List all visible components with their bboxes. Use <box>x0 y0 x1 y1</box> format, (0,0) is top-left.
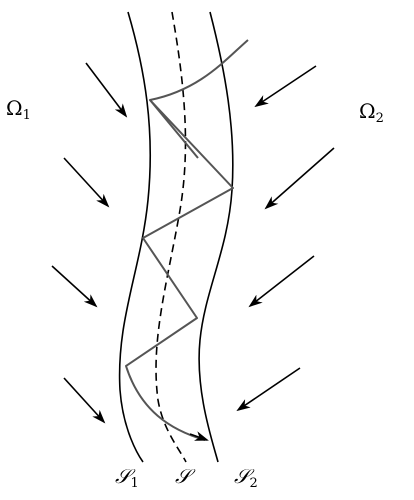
zigzag-cross-1 <box>149 99 199 159</box>
label-omega-1-main: Ω <box>6 96 23 120</box>
left-arrow-1 <box>85 62 128 118</box>
label-s-main: 𝒮 <box>175 464 191 488</box>
left-arrow-3 <box>51 265 98 308</box>
label-s: 𝒮 <box>175 466 190 486</box>
label-omega-2-main: Ω <box>359 99 376 123</box>
right-arrow-2 <box>264 147 335 210</box>
label-omega-1-sub: 1 <box>22 108 31 123</box>
right-arrow-1 <box>254 65 317 108</box>
zigzag-end-arrow <box>189 431 209 441</box>
label-omega-2: Ω2 <box>359 101 384 125</box>
label-s-2-sub: 2 <box>249 476 258 491</box>
label-s-1-main: 𝒮 <box>115 464 131 488</box>
right-arrow-3 <box>248 255 315 308</box>
left-arrow-2 <box>63 157 110 208</box>
left-arrow-4 <box>63 377 106 424</box>
label-s-1: 𝒮1 <box>115 466 139 490</box>
boundary-s-dashed-curve <box>155 11 187 463</box>
boundary-s2-curve <box>198 11 234 463</box>
zigzag-path <box>125 39 249 441</box>
label-omega-1: Ω1 <box>6 98 31 122</box>
label-omega-2-sub: 2 <box>375 111 384 126</box>
label-s-2: 𝒮2 <box>234 466 258 490</box>
boundary-s1-curve <box>118 11 152 463</box>
label-s-1-sub: 1 <box>130 476 139 491</box>
label-s-2-main: 𝒮 <box>234 464 250 488</box>
right-arrow-4 <box>236 367 301 412</box>
